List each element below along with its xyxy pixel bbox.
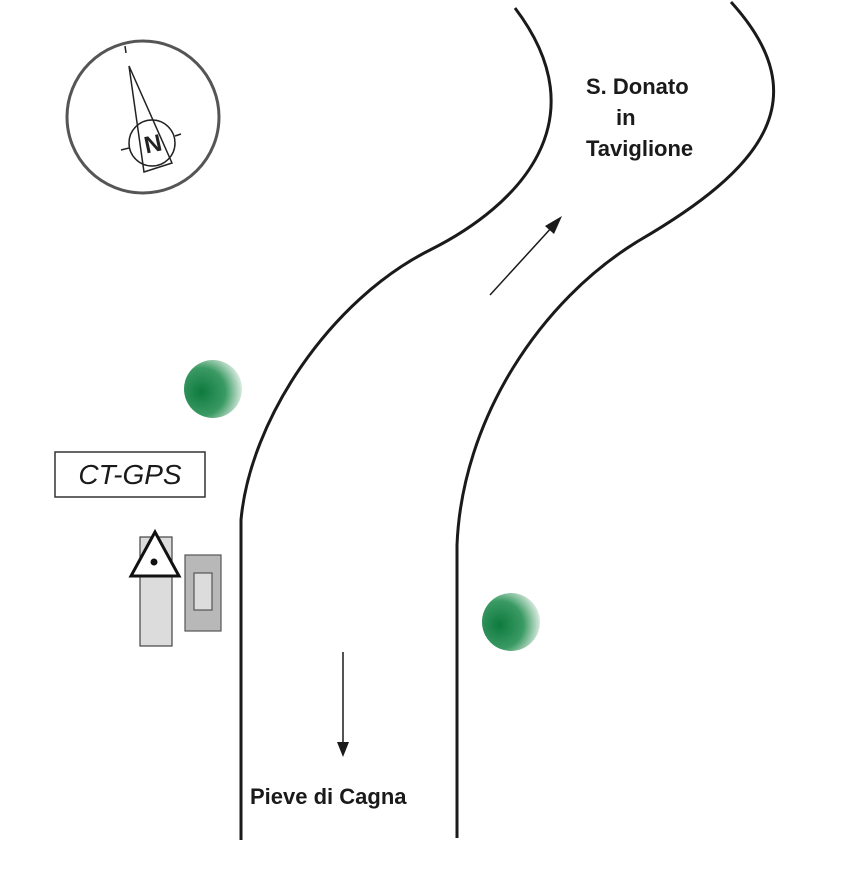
tree-icon [184,360,242,418]
arrow-north-icon [489,216,562,296]
road-right-edge [455,0,776,838]
station-label: CT-GPS [78,459,182,490]
destination-north-line1: S. Donato [586,74,689,99]
compass-icon: N [65,39,221,195]
station-label-box [54,451,206,498]
gps-station-icon [128,528,222,647]
arrow-south-icon [337,652,349,757]
destination-south: Pieve di Cagna [250,784,407,809]
destination-north-line2: in [616,105,636,130]
tree-icon [482,593,540,651]
destination-north-line3: Taviglione [586,136,693,161]
road-left-edge [239,7,553,840]
compass-north-letter: N [142,129,165,159]
